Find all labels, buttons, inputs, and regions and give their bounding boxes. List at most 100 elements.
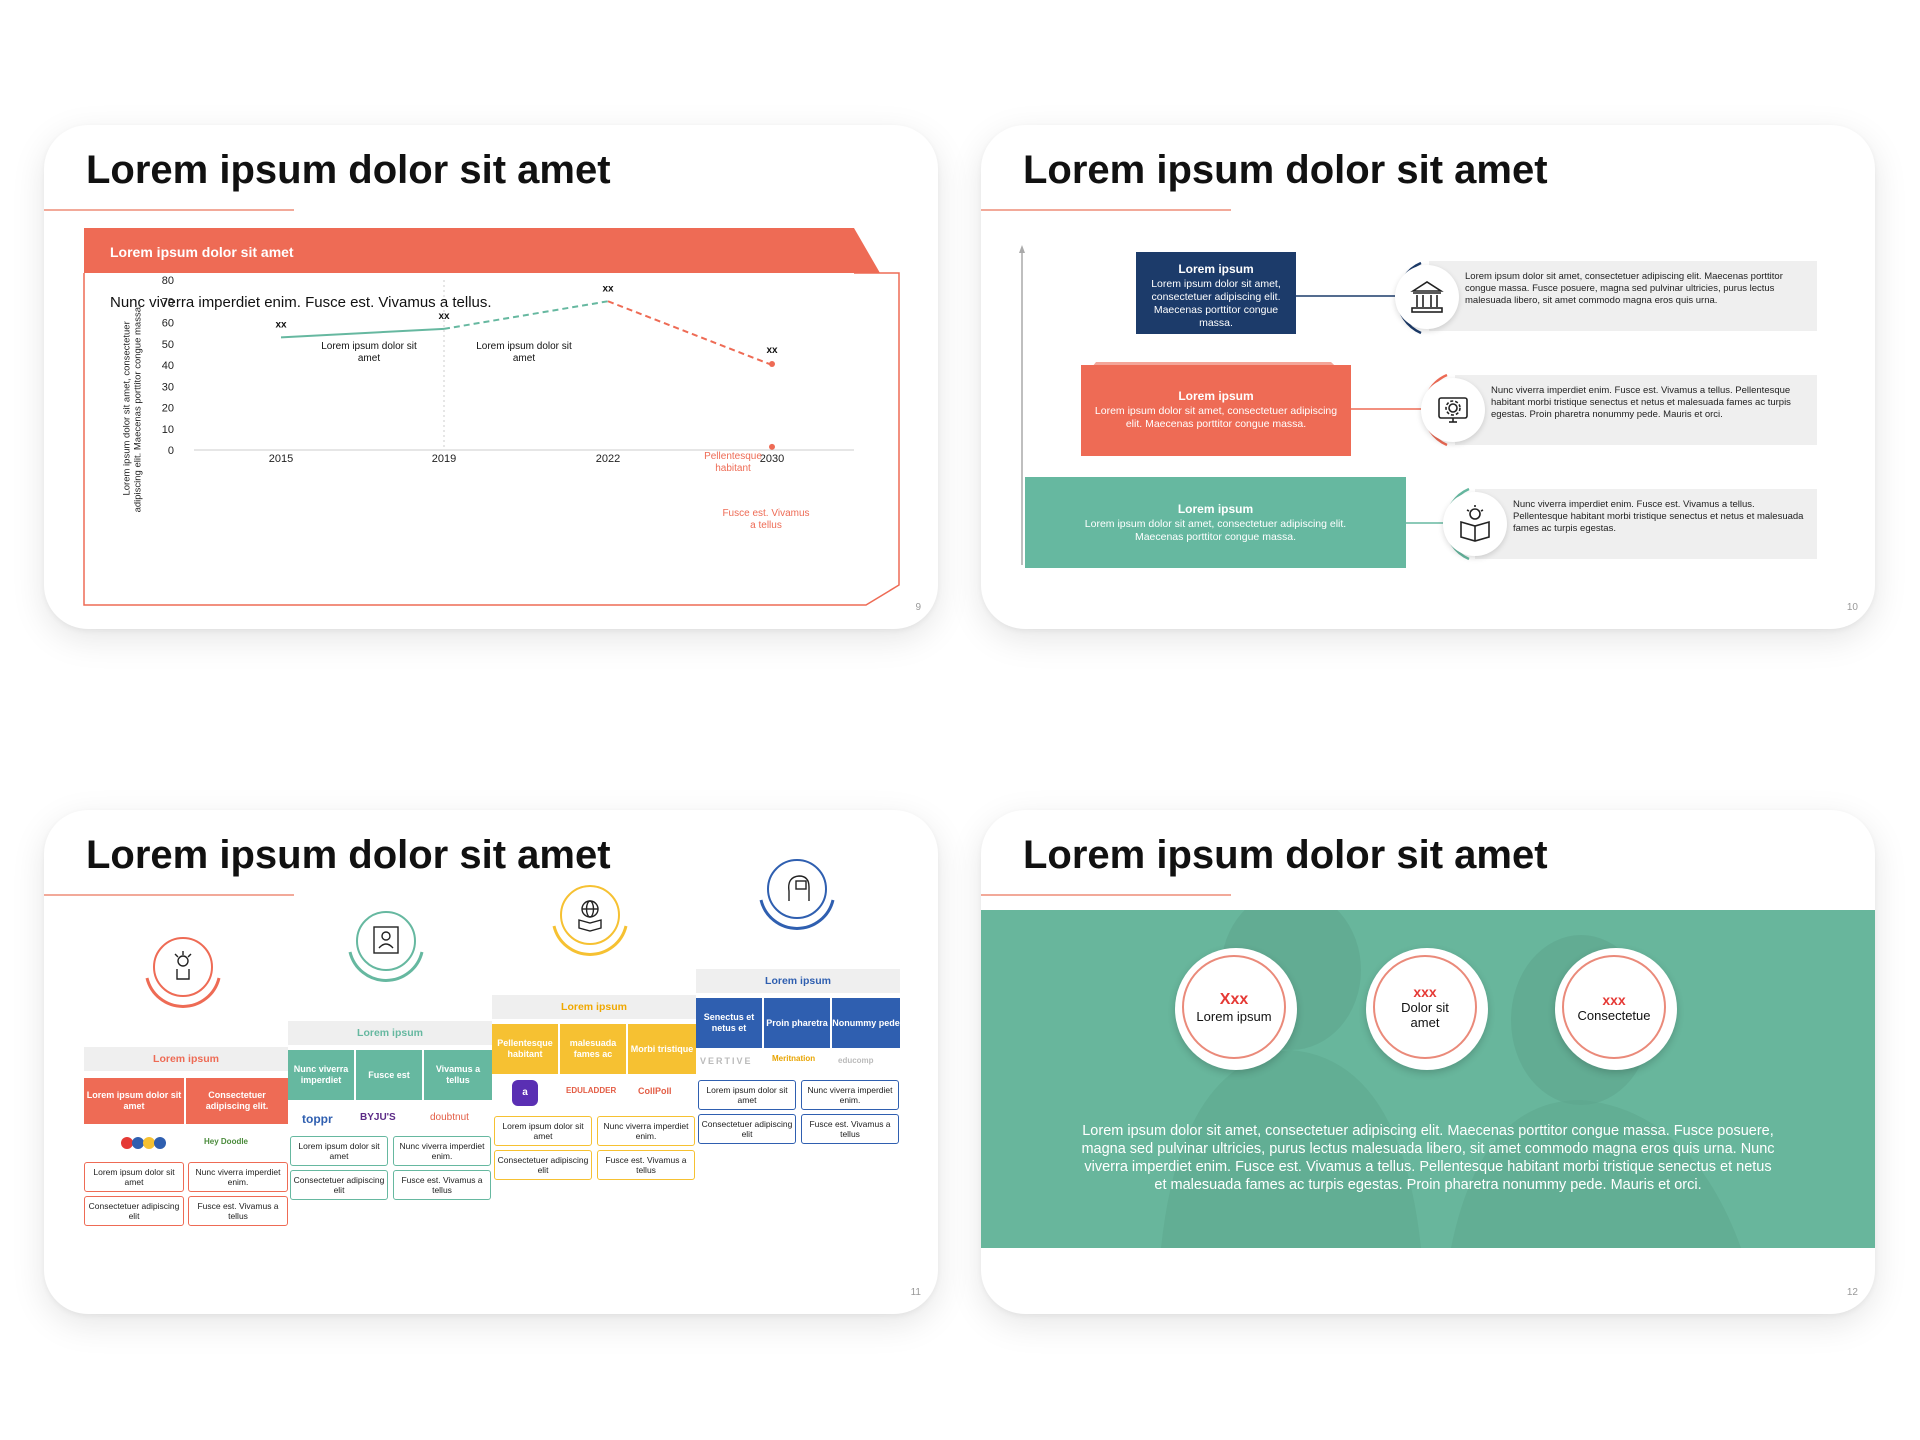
column-3-cell: Morbi tristique xyxy=(628,1024,696,1074)
computer-settings-icon xyxy=(1421,378,1485,442)
x-tick-label: 2022 xyxy=(596,453,620,465)
slide-title: Lorem ipsum dolor sit amet xyxy=(1023,148,1548,192)
slide-title: Lorem ipsum dolor sit amet xyxy=(86,148,611,192)
slide-10[interactable]: Lorem ipsum dolor sit amet Lorem ipsum L… xyxy=(981,125,1875,629)
slide-title: Lorem ipsum dolor sit amet xyxy=(86,833,611,877)
column-1-cell: Consectetuer adipiscing elit. xyxy=(186,1078,288,1124)
pyramid-graphic xyxy=(1019,245,1470,568)
chart-annotation-1: Lorem ipsum dolor sit amet xyxy=(321,341,417,364)
column-1-box: Lorem ipsum dolor sit amet xyxy=(84,1162,184,1192)
body-paragraph: Lorem ipsum dolor sit amet, consectetuer… xyxy=(1081,1123,1775,1194)
series-segment xyxy=(607,300,773,366)
column-2-box: Lorem ipsum dolor sit amet xyxy=(290,1136,388,1166)
title-rule xyxy=(44,894,294,896)
chart-annotation-3: Pellentesque habitant xyxy=(704,451,762,474)
column-2-cell: Fusce est xyxy=(356,1050,424,1100)
data-point xyxy=(769,361,775,367)
column-4-cell: Proin pharetra xyxy=(764,998,832,1048)
partner-logo: doubtnut xyxy=(430,1112,469,1123)
data-label: xx xyxy=(438,311,450,322)
step-heading: Lorem ipsum xyxy=(1178,389,1254,403)
chart-frame xyxy=(83,228,900,606)
stat-label: Lorem ipsum xyxy=(1196,1008,1272,1024)
title-rule xyxy=(981,894,1231,896)
step-body: Lorem ipsum dolor sit amet, consectetuer… xyxy=(1084,518,1347,544)
column-icon-arcs xyxy=(145,899,835,1008)
step-heading: Lorem ipsum xyxy=(1178,262,1254,276)
column-4-box: Nunc viverra imperdiet enim. xyxy=(801,1080,899,1110)
page-number: 9 xyxy=(915,602,921,613)
y-tick-label: 30 xyxy=(162,381,174,393)
slide-9[interactable]: Lorem ipsum dolor sit amet Lorem ipsum d… xyxy=(44,125,938,629)
column-1-box: Fusce est. Vivamus a tellus xyxy=(188,1196,288,1226)
stat-circle-1: Xxx Lorem ipsum xyxy=(1175,948,1297,1070)
column-2-box: Nunc viverra imperdiet enim. xyxy=(393,1136,491,1166)
stat-circle-3: xxx Consectetue xyxy=(1555,948,1677,1070)
data-label: xx xyxy=(766,345,778,356)
column-3-cell: Pellentesque habitant xyxy=(492,1024,560,1074)
partner-logo: BYJU'S xyxy=(360,1112,396,1123)
chart-annotation-4: Fusce est. Vivamus a tellus xyxy=(722,508,810,531)
column-2-box: Consectetuer adipiscing elit xyxy=(290,1170,388,1200)
globe-book-icon xyxy=(560,885,620,945)
x-tick-label: 2019 xyxy=(432,453,456,465)
column-2-box: Fusce est. Vivamus a tellus xyxy=(393,1170,491,1200)
series-segment xyxy=(443,300,609,330)
people-silhouette xyxy=(981,910,1875,1248)
column-header-2: Lorem ipsum xyxy=(288,1021,492,1045)
slide-11[interactable]: Lorem ipsum dolor sit amet Lorem ipsum L… xyxy=(44,810,938,1314)
step-description-1: Lorem ipsum dolor sit amet, consectetuer… xyxy=(1429,261,1817,331)
column-3-box: Fusce est. Vivamus a tellus xyxy=(597,1150,695,1180)
partner-logo: Meritnation xyxy=(772,1054,816,1063)
slide-title: Lorem ipsum dolor sit amet xyxy=(1023,833,1548,877)
stat-value: xxx xyxy=(1602,991,1626,1008)
slide-12[interactable]: Lorem ipsum dolor sit amet Xxx Lorem ips… xyxy=(981,810,1875,1314)
stat-label: Consectetue xyxy=(1577,1007,1651,1023)
column-2-cell: Vivamus a tellus xyxy=(424,1050,492,1100)
column-4-box: Consectetuer adipiscing elit xyxy=(698,1114,796,1144)
title-rule xyxy=(981,209,1231,211)
data-label: xx xyxy=(602,283,614,294)
x-tick-label: 2015 xyxy=(269,453,293,465)
x-tick-label: 2030 xyxy=(760,453,784,465)
book-idea-icon xyxy=(1443,492,1507,556)
y-tick-label: 20 xyxy=(162,403,174,415)
column-1-cell: Lorem ipsum dolor sit amet xyxy=(84,1078,186,1124)
column-3-box: Consectetuer adipiscing elit xyxy=(494,1150,592,1180)
bank-icon xyxy=(1395,265,1459,329)
partner-logo: EDULADDER xyxy=(566,1086,617,1095)
column-3-cell: malesuada fames ac xyxy=(560,1024,628,1074)
step-body: Lorem ipsum dolor sit amet, consectetuer… xyxy=(1094,405,1338,431)
step-description-2: Nunc viverra imperdiet enim. Fusce est. … xyxy=(1455,375,1817,445)
column-header-3: Lorem ipsum xyxy=(492,995,696,1019)
ai-hand-icon xyxy=(153,937,213,997)
partner-logo: VERTIVE xyxy=(700,1056,753,1066)
y-tick-label: 40 xyxy=(162,360,174,372)
column-4-box: Fusce est. Vivamus a tellus xyxy=(801,1114,899,1144)
chart-banner: Lorem ipsum dolor sit amet xyxy=(110,244,294,260)
column-header-1: Lorem ipsum xyxy=(84,1047,288,1071)
partner-logo: CollPoll xyxy=(638,1086,672,1096)
title-rule xyxy=(44,209,294,211)
column-1-box: Nunc viverra imperdiet enim. xyxy=(188,1162,288,1192)
stat-value: Xxx xyxy=(1219,990,1249,1008)
partner-logo: a xyxy=(512,1080,538,1106)
y-tick-label: 10 xyxy=(162,424,174,436)
data-point xyxy=(769,443,775,450)
partner-logo: educomp xyxy=(838,1056,874,1065)
column-4-cell: Nonummy pede xyxy=(832,998,900,1048)
y-tick-label: 0 xyxy=(168,445,174,457)
page-number: 10 xyxy=(1846,602,1858,613)
chart-subtitle: Nunc viverra imperdiet enim. Fusce est. … xyxy=(110,294,492,311)
column-4-cell: Senectus et netus et xyxy=(696,998,764,1048)
stat-value: xxx xyxy=(1413,984,1437,1000)
partner-logo-circles xyxy=(120,1134,166,1150)
y-tick-label: 80 xyxy=(162,275,174,287)
partner-logo: Hey Doodle xyxy=(204,1137,249,1146)
page-number: 12 xyxy=(1846,1287,1858,1298)
column-3-box: Lorem ipsum dolor sit amet xyxy=(494,1116,592,1146)
column-header-4: Lorem ipsum xyxy=(696,969,900,993)
step-description-3: Nunc viverra imperdiet enim. Fusce est. … xyxy=(1475,489,1817,559)
series-segment xyxy=(280,327,445,339)
y-tick-label: 60 xyxy=(162,318,174,330)
